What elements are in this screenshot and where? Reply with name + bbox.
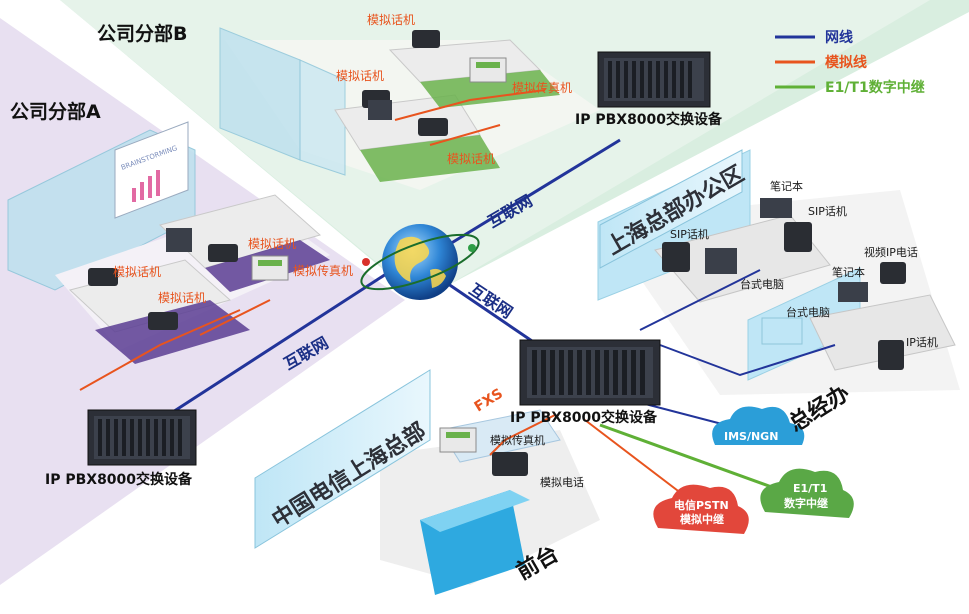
branch-a-phone-3-label: 模拟话机 xyxy=(158,291,206,305)
fax-b xyxy=(469,57,507,83)
phone-a-1 xyxy=(208,244,238,262)
hq-ip-phone-label: IP话机 xyxy=(906,335,938,349)
digital-pbx-to-e1 xyxy=(599,423,781,492)
phone-hq-analog xyxy=(492,452,528,476)
line-hq-to-office-2 xyxy=(659,344,836,377)
branch-b-phone-2-label: 模拟话机 xyxy=(336,69,384,83)
hq-pbx-label: IP PBX8000交换设备 xyxy=(510,409,658,426)
phone-b-3 xyxy=(418,118,448,136)
fax-a xyxy=(251,255,289,281)
carpet-a xyxy=(95,300,250,364)
analog-a-2 xyxy=(199,299,271,336)
sip-phone-2 xyxy=(784,222,812,252)
cloud-pstn: 电信PSTN 模拟中继 xyxy=(653,484,749,534)
reception-counter-top xyxy=(420,490,530,532)
cloud-pstn-line1: 电信PSTN xyxy=(674,498,729,512)
branch-b-pbx-label: IP PBX8000交换设备 xyxy=(575,111,723,128)
computer-icons xyxy=(166,100,868,345)
analog-lines xyxy=(79,89,691,501)
hq-laptop-2-label: 笔记本 xyxy=(832,265,865,279)
hq-laptop-1-label: 笔记本 xyxy=(770,179,803,193)
branch-b-title: 公司分部B xyxy=(97,22,187,45)
legend-network-label: 网线 xyxy=(825,29,853,46)
phone-a-3 xyxy=(148,312,178,330)
phone-a-2 xyxy=(88,268,118,286)
branch-b-phone-1-label: 模拟话机 xyxy=(367,13,415,27)
branch-b-phone-3-label: 模拟话机 xyxy=(447,152,495,166)
laptop-1 xyxy=(760,198,792,218)
line-hq-to-office xyxy=(639,269,761,331)
glass-wall-b2 xyxy=(299,59,346,176)
hq-desk-2 xyxy=(809,294,956,371)
hq-fax-label: 模拟传真机 xyxy=(490,433,545,447)
cloud-ims: IMS/NGN xyxy=(712,406,805,445)
legend-analog-label: 模拟线 xyxy=(825,54,867,71)
laptop-2 xyxy=(838,282,868,302)
branch-a-phone-2-label: 模拟话机 xyxy=(113,265,161,279)
internet-globe xyxy=(360,224,480,300)
hq-sip-phone-2-label: SIP话机 xyxy=(808,204,847,218)
hq-analog-phone-label: 模拟电话 xyxy=(540,475,584,489)
carpet-b2 xyxy=(360,135,500,182)
whiteboard-bars xyxy=(132,170,160,202)
branch-a-fax-label: 模拟传真机 xyxy=(293,263,353,278)
ip-phone xyxy=(878,340,904,370)
sip-phone-1 xyxy=(662,242,690,272)
desktop-1 xyxy=(705,248,737,274)
monitor-b xyxy=(368,100,392,120)
legend: 网线 模拟线 E1/T1数字中继 xyxy=(775,29,925,96)
hq-desktop-1-label: 台式电脑 xyxy=(740,277,784,291)
monitor-a xyxy=(166,228,192,252)
cloud-e1: E1/T1 数字中继 xyxy=(760,468,854,518)
hq-sip-phone-1-label: SIP话机 xyxy=(670,227,709,241)
cloud-e1-line1: E1/T1 xyxy=(793,482,827,495)
branch-a-pbx-label: IP PBX8000交换设备 xyxy=(45,471,193,488)
cloud-pstn-line2: 模拟中继 xyxy=(680,512,724,526)
fax-icons xyxy=(251,57,507,453)
analog-b-2 xyxy=(429,124,501,146)
hq-desktop-2-label: 台式电脑 xyxy=(786,305,830,319)
analog-b-1 xyxy=(394,89,546,121)
line-globe-to-branch-b xyxy=(439,138,621,252)
pbx-device-b xyxy=(597,51,711,108)
desk-a-back xyxy=(159,194,322,269)
phone-b-1 xyxy=(412,30,440,48)
desktop-2 xyxy=(761,317,803,345)
carpet-b xyxy=(420,70,560,108)
pbx-device-hq xyxy=(519,339,661,406)
desk-a-front xyxy=(68,259,232,333)
analog-pbx-to-fax xyxy=(489,414,556,456)
legend-digital-label: E1/T1数字中继 xyxy=(825,79,925,96)
analog-pbx-to-pstn xyxy=(584,419,691,501)
hq-video-phone-label: 视频IP电话 xyxy=(864,245,918,259)
fxs-label: FXS xyxy=(472,386,506,416)
fax-hq xyxy=(439,427,477,453)
branch-a-title: 公司分部A xyxy=(10,100,101,123)
line-globe-to-branch-a xyxy=(144,263,401,432)
branch-a-phone-1-label: 模拟话机 xyxy=(248,237,296,251)
cloud-e1-line2: 数字中继 xyxy=(784,496,828,510)
video-ip-phone xyxy=(880,262,906,284)
analog-a-1 xyxy=(79,309,241,391)
pbx-device-a xyxy=(87,409,197,466)
branch-b-fax-label: 模拟传真机 xyxy=(512,80,572,95)
cloud-ims-label: IMS/NGN xyxy=(724,430,778,443)
phone-icons xyxy=(88,30,906,476)
